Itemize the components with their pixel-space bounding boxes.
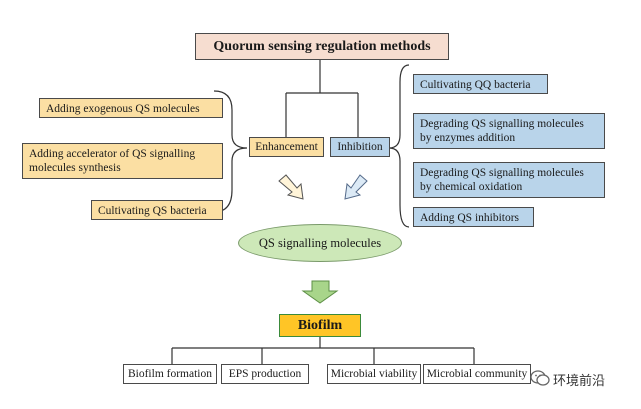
inhibition-item-3: Degrading QS signalling molecules by che… (413, 162, 605, 198)
qs-signalling-molecules: QS signalling molecules (238, 224, 402, 262)
enhancement-item-1: Adding exogenous QS molecules (39, 98, 223, 118)
wechat-icon (530, 370, 550, 386)
inhibition-item-4: Adding QS inhibitors (413, 207, 534, 227)
enhancement-label: Enhancement (249, 137, 324, 157)
inhibition-item-2: Degrading QS signalling molecules by enz… (413, 113, 605, 149)
aspect-eps-production: EPS production (221, 364, 309, 384)
inhibition-arrow (344, 174, 368, 200)
enhancement-arrow (278, 174, 304, 200)
watermark: 环境前沿 (553, 374, 606, 389)
inhibition-label: Inhibition (330, 137, 390, 157)
aspect-microbial-viability: Microbial viability (327, 364, 421, 384)
enhancement-item-3: Cultivating QS bacteria (91, 200, 223, 220)
inhibition-item-1: Cultivating QQ bacteria (413, 74, 548, 94)
aspect-biofilm-formation: Biofilm formation (123, 364, 217, 384)
enhancement-item-2: Adding accelerator of QS signalling mole… (22, 143, 223, 179)
biofilm-box: Biofilm (279, 314, 361, 337)
aspect-microbial-community: Microbial community (423, 364, 531, 384)
diagram-title: Quorum sensing regulation methods (195, 33, 449, 60)
downward-arrow (301, 280, 339, 304)
